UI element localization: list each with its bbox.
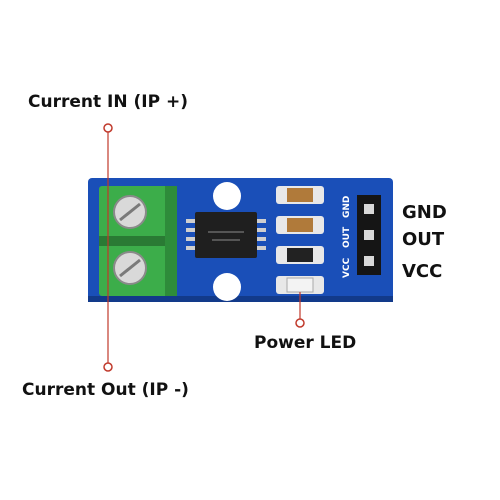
header-pin-gnd	[364, 204, 374, 214]
smd-capacitor	[287, 218, 313, 232]
pcb-shadow-edge	[88, 296, 393, 302]
label-out: OUT	[402, 229, 445, 250]
smd-capacitor	[287, 188, 313, 202]
leader-dot-bottom	[103, 362, 113, 372]
silk-out: OUT	[342, 226, 352, 248]
header-pin-out	[364, 230, 374, 240]
screw-terminal-divider	[99, 236, 165, 246]
smd-resistor	[287, 248, 313, 262]
ic-pins-left	[186, 219, 196, 250]
mounting-hole	[213, 182, 241, 210]
screw-slot	[119, 258, 141, 278]
screw-slot	[119, 202, 141, 222]
mounting-hole	[213, 273, 241, 301]
label-current-out: Current Out (IP -)	[22, 380, 189, 400]
ic-pins-right	[256, 219, 266, 250]
ic-chip	[195, 212, 257, 258]
label-vcc: VCC	[402, 261, 443, 282]
silk-vcc: VCC	[342, 257, 352, 278]
label-current-in: Current IN (IP +)	[28, 92, 188, 112]
label-gnd: GND	[402, 202, 447, 223]
power-led	[286, 277, 314, 293]
leader-dot-led	[295, 318, 305, 328]
header-pin-vcc	[364, 256, 374, 266]
leader-dot-top	[103, 123, 113, 133]
screw-terminal-side	[165, 186, 177, 296]
silk-gnd: GND	[342, 196, 352, 218]
label-power-led: Power LED	[254, 333, 357, 353]
